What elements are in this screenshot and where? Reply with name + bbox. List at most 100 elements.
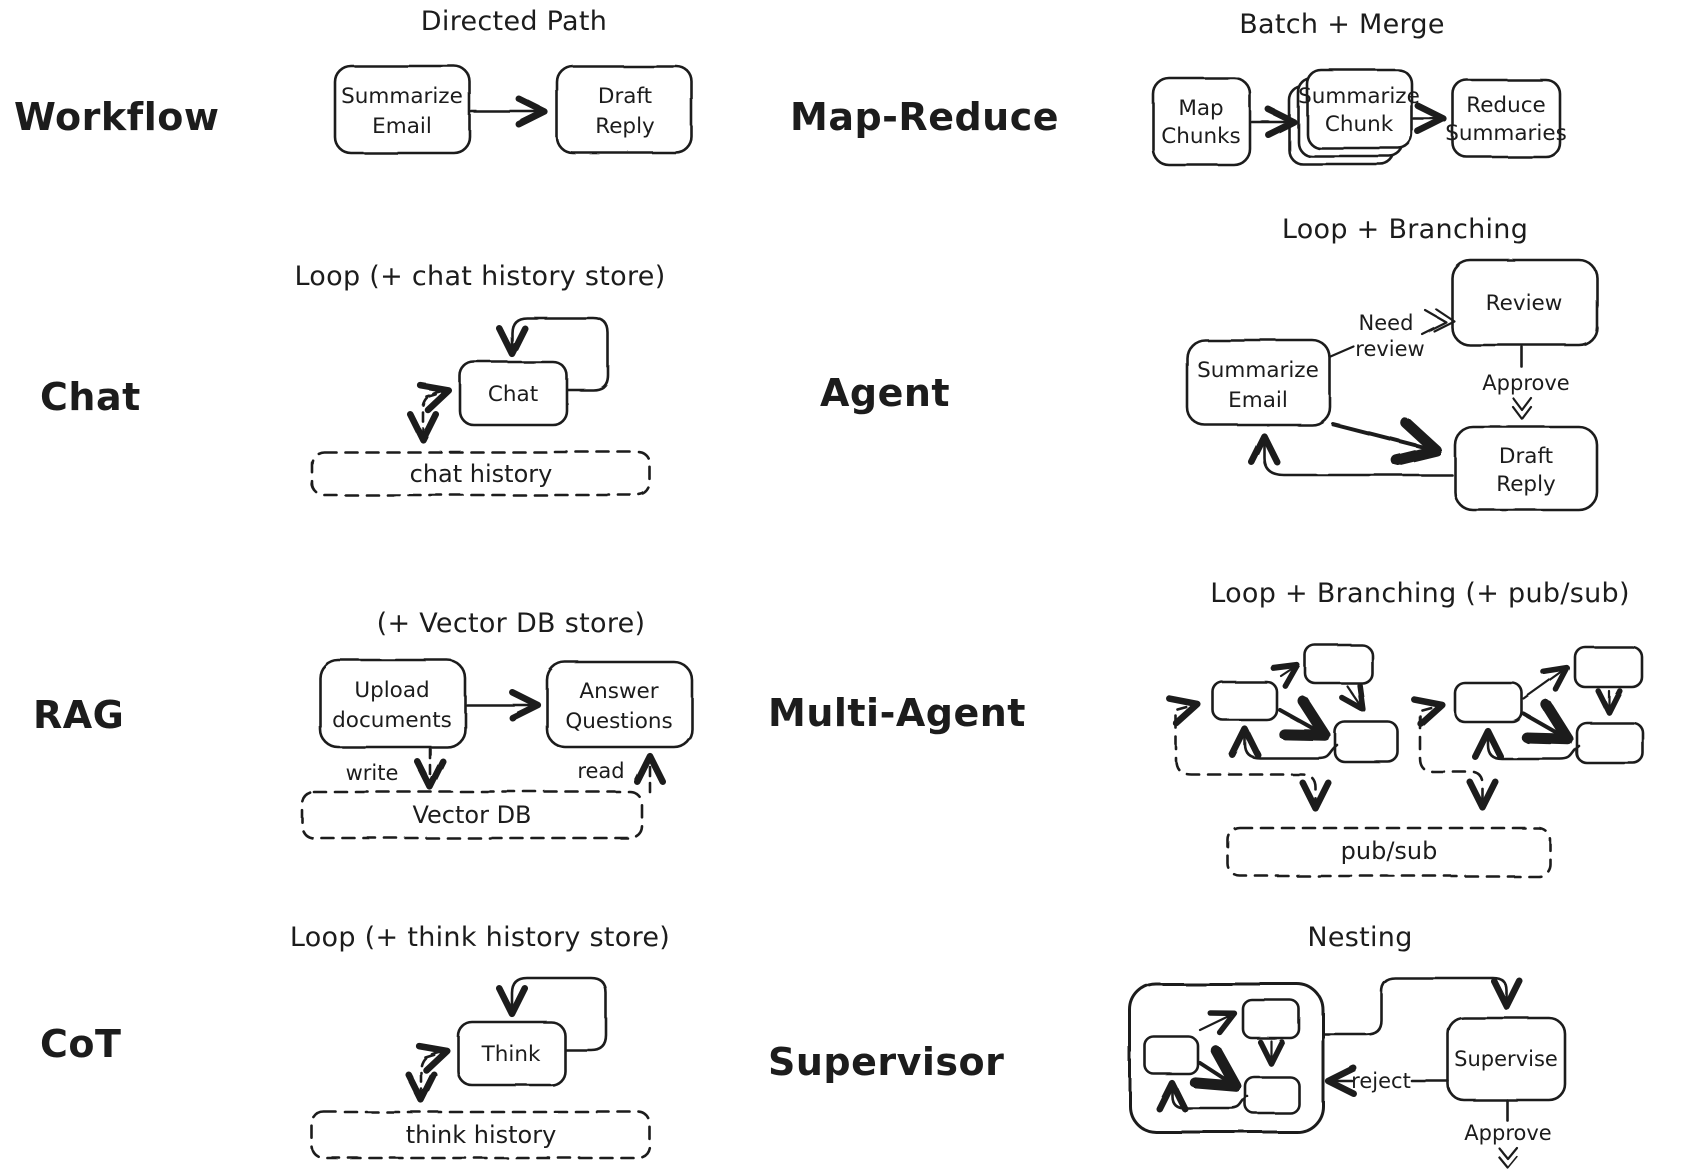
summarize-chunk-box [1305, 68, 1414, 150]
cot-title: Loop (+ think history store) [290, 922, 670, 953]
supervisor-label: Supervisor [768, 1040, 1004, 1084]
chat-store-write-arrow [406, 389, 444, 444]
map-chunks-text-1: Map [1178, 96, 1223, 121]
summarize-chunk-text-1: Summarize [1298, 84, 1420, 109]
cot-label: CoT [40, 1022, 121, 1066]
cluster2-top-box [1573, 645, 1644, 689]
cluster2-bottom-box [1575, 721, 1645, 765]
nested-bottom-box [1243, 1075, 1301, 1115]
cluster2-left-box [1453, 681, 1524, 724]
chat-label: Chat [40, 375, 141, 419]
workflow-diagram [333, 64, 694, 155]
cluster1-pubsub-arrow [1174, 714, 1332, 812]
summarize-email-text-1: Summarize [341, 84, 463, 109]
cluster1-left-box [1211, 680, 1279, 722]
think-box [456, 1020, 567, 1087]
supervisor-approve-arrowhead-1 [1497, 1146, 1519, 1161]
vector-db-text: Vector DB [412, 801, 531, 829]
cluster2-loop-arrow [1471, 727, 1581, 761]
answer-questions-box [545, 660, 694, 749]
supervisor-diagram [1128, 976, 1567, 1170]
multi-agent-label: Multi-Agent [768, 691, 1026, 735]
summarize-email-box [333, 64, 472, 155]
chat-box [458, 360, 569, 427]
nested-left-top-arrow [1198, 1010, 1238, 1036]
nested-left-box [1143, 1035, 1200, 1076]
chat-loop-arrow [495, 316, 610, 392]
approve-arrowhead-2 [1511, 405, 1533, 421]
nested-loop-arrow [1155, 1079, 1249, 1112]
chat-diagram [310, 316, 652, 497]
need-review-arrowhead-1 [1420, 308, 1448, 336]
chat-entry-arrow [417, 382, 453, 414]
upload-documents-box [318, 658, 467, 749]
reduce-summaries-box [1451, 78, 1562, 159]
agent-approve-label: Approve [1482, 371, 1569, 395]
answer-questions-text-2: Questions [565, 709, 672, 734]
agent-review-text: Review [1486, 291, 1563, 316]
agent-summarize-text-2: Email [1228, 388, 1288, 413]
think-loop-arrow [495, 976, 608, 1052]
cluster2-left-top-arrow [1522, 665, 1571, 701]
cluster1-bottom-box [1333, 720, 1400, 764]
supervisor-title: Nesting [1307, 922, 1412, 953]
reduce-summaries-text-1: Reduce [1466, 93, 1546, 118]
cot-entry-arrow [415, 1042, 451, 1074]
agent-summarize-text-1: Summarize [1197, 358, 1319, 383]
reduce-summaries-text-2: Summaries [1445, 121, 1567, 146]
agent-title: Loop + Branching [1282, 214, 1528, 245]
agent-draft-text-1: Draft [1499, 444, 1553, 469]
summarize-chunk-text-2: Chunk [1325, 112, 1394, 137]
read-label: read [577, 759, 624, 783]
nested-top-box [1241, 998, 1301, 1040]
draft-to-summarize-loop [1247, 432, 1454, 477]
agent-draft-reply-box [1453, 425, 1599, 512]
cluster1-loop-arrow [1228, 725, 1339, 760]
map-reduce-title: Batch + Merge [1239, 9, 1445, 40]
rag-title: (+ Vector DB store) [377, 608, 646, 639]
upload-documents-text-2: documents [332, 708, 452, 733]
chat-box-text: Chat [488, 382, 538, 407]
pubsub-store-box [1226, 826, 1552, 878]
cluster2-pubsub-arrow [1418, 714, 1500, 812]
cot-diagram [310, 976, 652, 1160]
nested-left-bottom-arrow [1200, 1063, 1234, 1085]
upload-documents-text-1: Upload [354, 678, 429, 703]
draft-reply-text-1: Draft [598, 84, 652, 109]
cluster1-left-bottom-arrow [1278, 710, 1323, 734]
think-history-text: think history [406, 1121, 557, 1149]
rag-label: RAG [33, 693, 124, 737]
supervisor-approve-label: Approve [1464, 1121, 1551, 1145]
agent-diagram [1185, 258, 1599, 512]
answer-questions-text-1: Answer [579, 679, 658, 704]
cluster2-left-bottom-arrow [1524, 714, 1566, 738]
chat-title: Loop (+ chat history store) [294, 261, 665, 292]
supervise-box-text: Supervise [1454, 1047, 1558, 1071]
summarize-email-text-2: Email [372, 114, 432, 139]
workflow-label: Workflow [14, 95, 219, 139]
rag-diagram [300, 658, 694, 840]
write-label: write [346, 761, 399, 785]
map-reduce-diagram [1151, 68, 1562, 167]
multi-agent-title: Loop + Branching (+ pub/sub) [1210, 578, 1630, 609]
chat-history-text: chat history [410, 460, 553, 488]
cluster1-left-top-arrow [1270, 662, 1301, 689]
container-to-supervise-arrow [1321, 976, 1524, 1036]
supervisor-approve-arrowhead-2 [1497, 1155, 1519, 1170]
map-reduce-label: Map-Reduce [790, 95, 1059, 139]
cluster1-entry-arrow [1166, 695, 1202, 727]
workflow-title: Directed Path [421, 6, 607, 37]
need-review-label-1: Need [1359, 311, 1414, 335]
map-chunks-box [1151, 76, 1252, 167]
need-review-arrowhead-2 [1432, 307, 1456, 333]
think-history-store-box [310, 1110, 652, 1160]
vector-db-store-box [300, 790, 644, 840]
think-box-text: Think [481, 1042, 541, 1067]
chat-history-store-box [310, 450, 652, 497]
map-chunks-text-2: Chunks [1161, 124, 1241, 149]
cluster2-entry-arrow [1410, 695, 1446, 727]
agent-review-box [1450, 258, 1599, 347]
agent-draft-text-2: Reply [1496, 472, 1556, 497]
draft-reply-box [555, 64, 694, 155]
